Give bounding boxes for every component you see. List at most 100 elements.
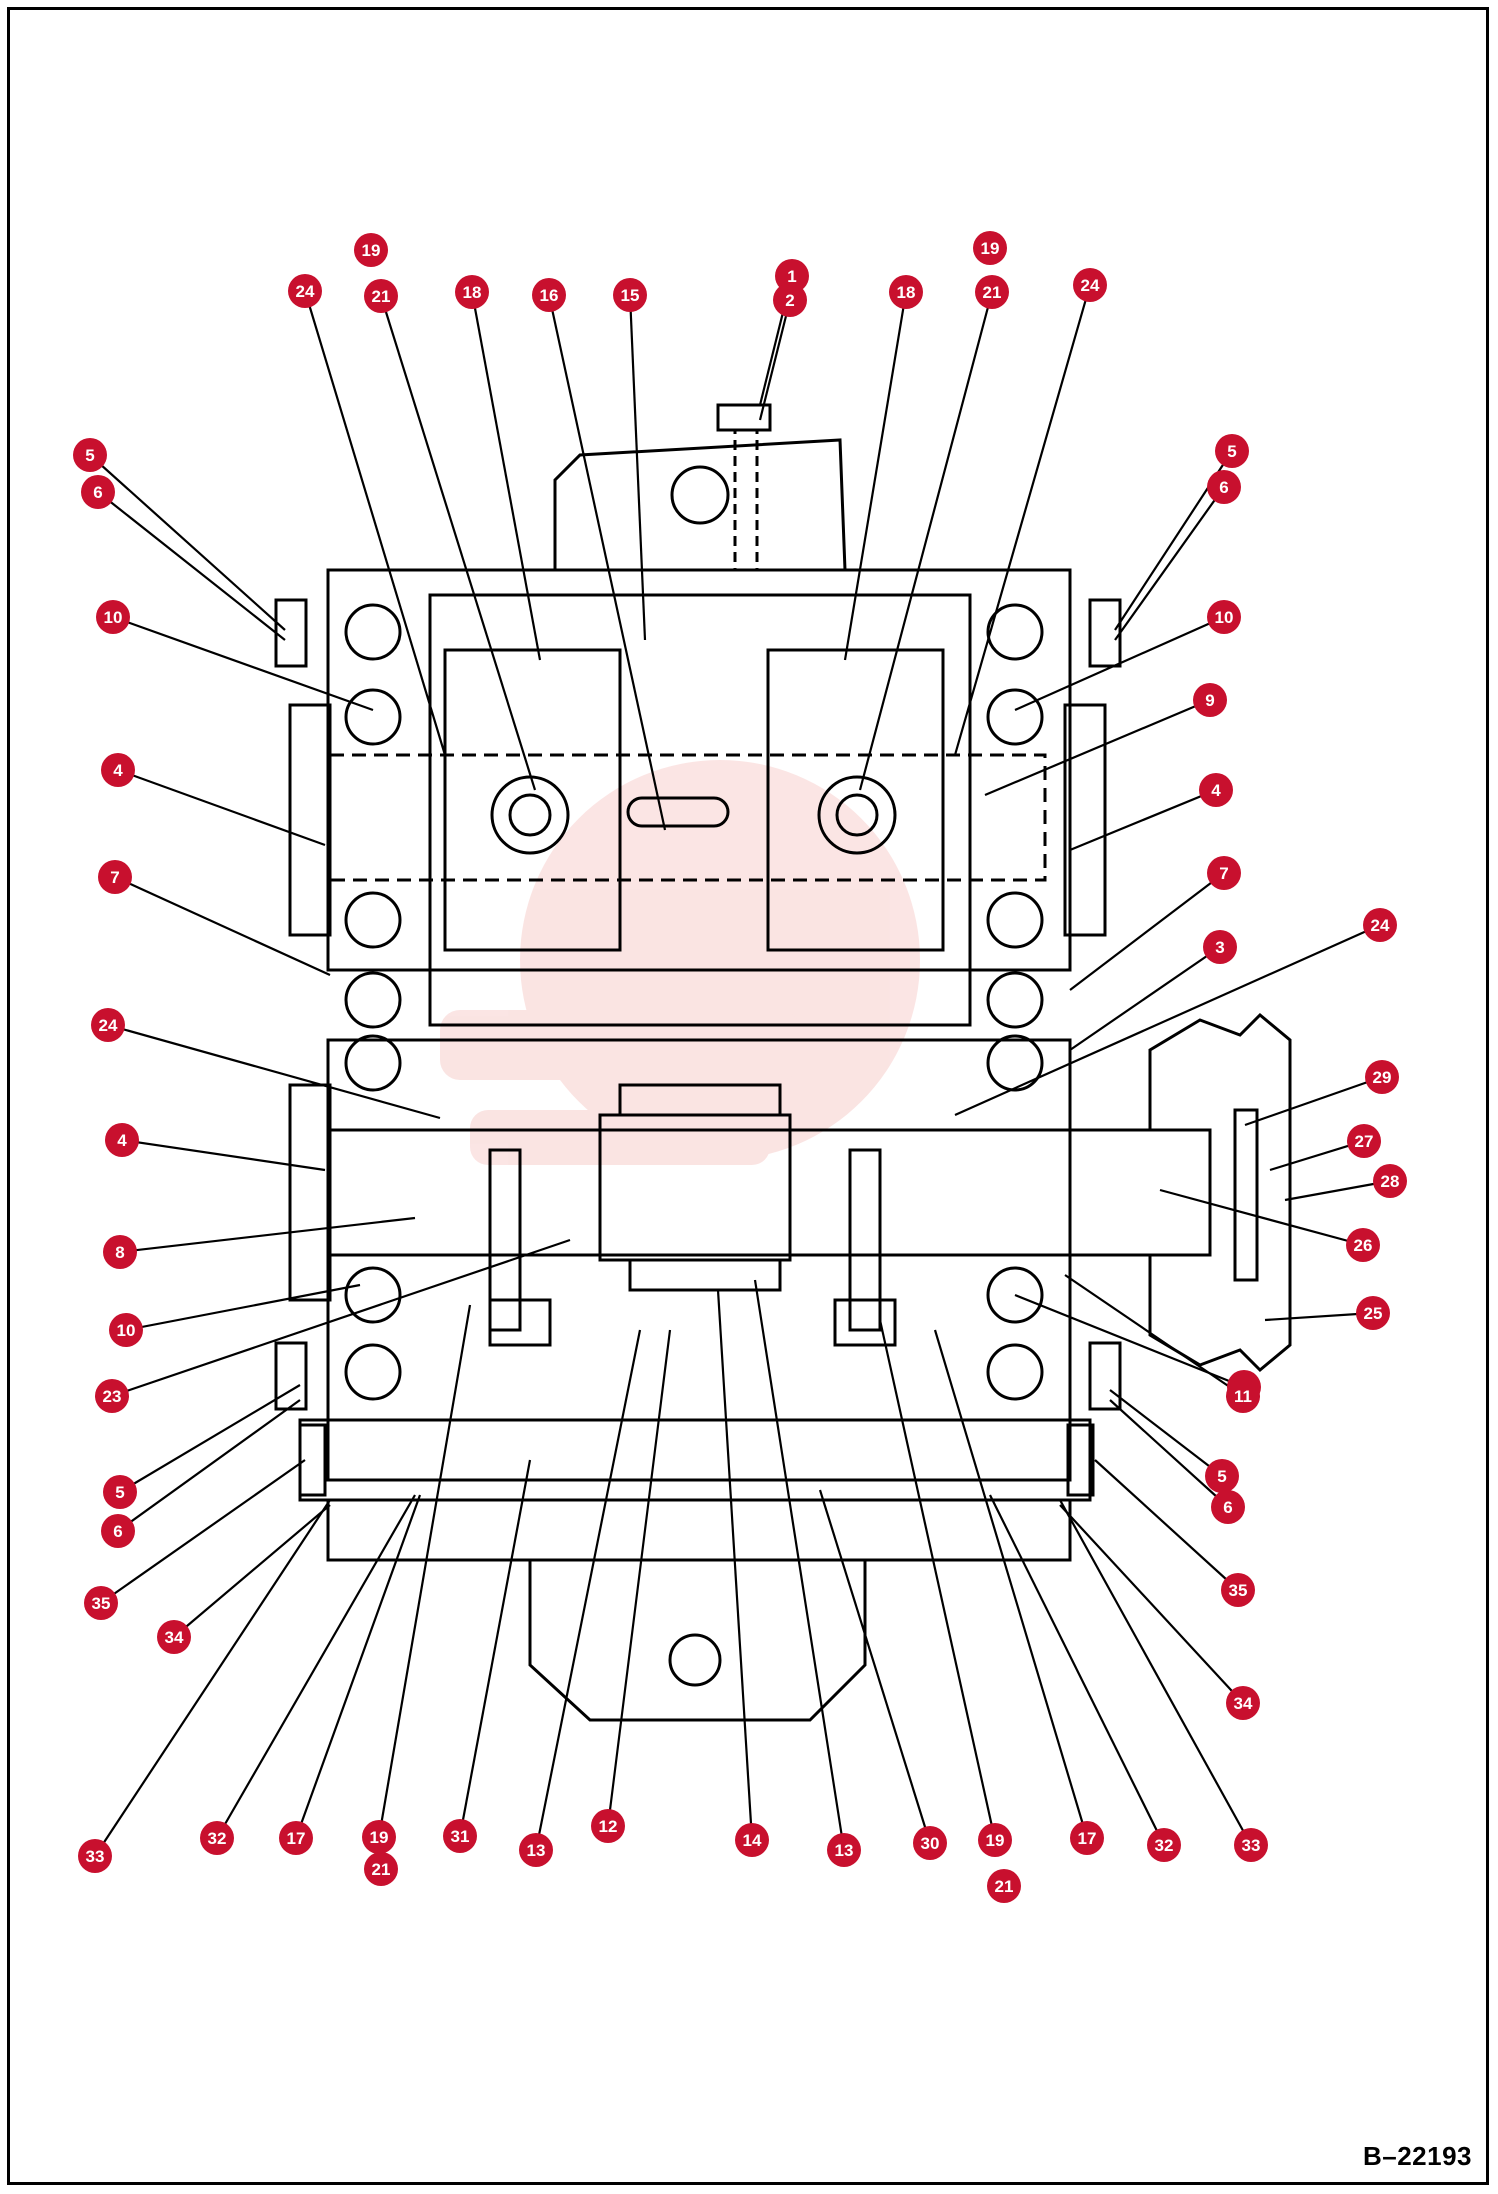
callout-label: 15 bbox=[621, 286, 640, 305]
callout-label: 10 bbox=[1215, 608, 1234, 627]
callout-label: 19 bbox=[986, 1831, 1005, 1850]
leader-line bbox=[121, 1138, 326, 1172]
callout-marker: 19 bbox=[354, 233, 388, 267]
callout-marker: 9 bbox=[1193, 683, 1227, 717]
adjuster-right bbox=[817, 775, 897, 855]
page-frame bbox=[7, 7, 1489, 2185]
leader-line bbox=[458, 1459, 532, 1837]
leader-line bbox=[1094, 1459, 1239, 1591]
callout-marker: 10 bbox=[1207, 600, 1241, 634]
callout-marker: 21 bbox=[364, 1852, 398, 1886]
leader-line bbox=[89, 454, 286, 631]
callout-marker: 13 bbox=[519, 1833, 553, 1867]
leader-line bbox=[858, 291, 994, 791]
callout-marker: 18 bbox=[455, 275, 489, 309]
callout-label: 32 bbox=[1155, 1836, 1174, 1855]
callout-marker: 28 bbox=[1373, 1164, 1407, 1198]
callout-label: 19 bbox=[362, 241, 381, 260]
leader-line bbox=[1159, 1188, 1364, 1247]
lower-housing bbox=[326, 1038, 1072, 1482]
leader-line bbox=[1069, 788, 1217, 852]
leader-line bbox=[114, 875, 331, 977]
hex-bolt bbox=[274, 598, 308, 668]
leader-line bbox=[1264, 1311, 1374, 1322]
callout-marker: 31 bbox=[443, 1819, 477, 1853]
callout-label: 3 bbox=[1215, 938, 1224, 957]
callout-marker: 4 bbox=[101, 753, 135, 787]
block-left bbox=[443, 648, 622, 952]
callout-label: 17 bbox=[287, 1829, 306, 1848]
callout-label: 1 bbox=[787, 267, 796, 286]
callout-label: 5 bbox=[1217, 1467, 1226, 1486]
leader-line bbox=[1059, 1504, 1244, 1704]
leader-line bbox=[843, 291, 908, 661]
callout-label: 29 bbox=[1373, 1068, 1392, 1087]
callout-label: 34 bbox=[1234, 1694, 1253, 1713]
callout-label: 9 bbox=[1205, 691, 1214, 710]
side-cover-left bbox=[288, 703, 332, 937]
callout-label: 32 bbox=[208, 1829, 227, 1848]
callout-marker: 21 bbox=[364, 279, 398, 313]
bearing bbox=[986, 971, 1044, 1029]
callout-label: 2 bbox=[785, 291, 794, 310]
leader-line bbox=[1109, 1389, 1223, 1477]
leader-line bbox=[377, 1304, 472, 1838]
upper-housing bbox=[326, 568, 1072, 972]
callout-label: 35 bbox=[1229, 1581, 1248, 1600]
gear-right bbox=[848, 1148, 882, 1332]
callout-marker: 32 bbox=[200, 1821, 234, 1855]
callout-label: 13 bbox=[835, 1841, 854, 1860]
leader-line bbox=[100, 1459, 306, 1604]
leader-line bbox=[1014, 615, 1225, 712]
callout-marker: 11 bbox=[1226, 1379, 1260, 1413]
leader-line bbox=[1244, 1075, 1383, 1127]
callout-label: 4 bbox=[113, 761, 123, 780]
leader-line bbox=[125, 1283, 361, 1332]
callout-marker: 27 bbox=[1347, 1124, 1381, 1158]
callout-label: 4 bbox=[1211, 781, 1221, 800]
callout-label: 6 bbox=[1219, 478, 1228, 497]
callout-marker: 33 bbox=[78, 1839, 112, 1873]
callout-label: 21 bbox=[372, 1860, 391, 1879]
callout-marker: 17 bbox=[1070, 1821, 1104, 1855]
callout-marker: 19 bbox=[362, 1820, 396, 1854]
callout-label: 19 bbox=[981, 239, 1000, 258]
callout-marker: 5 bbox=[73, 438, 107, 472]
callout-label: 35 bbox=[92, 1594, 111, 1613]
leader-line bbox=[547, 294, 667, 831]
leader-line bbox=[1284, 1179, 1391, 1202]
callout-marker: 21 bbox=[975, 275, 1009, 309]
leader-line bbox=[111, 1238, 571, 1398]
bearing bbox=[344, 891, 402, 949]
callout-label: 8 bbox=[115, 1243, 124, 1262]
pulley-hub bbox=[1233, 1108, 1259, 1282]
callout-label: 10 bbox=[117, 1321, 136, 1340]
leader-line bbox=[534, 1329, 642, 1851]
callout-marker: 33 bbox=[1234, 1828, 1268, 1862]
callout-label: 31 bbox=[451, 1827, 470, 1846]
callout-marker: 32 bbox=[1147, 1828, 1181, 1862]
bearing bbox=[986, 1034, 1044, 1092]
leader-line bbox=[933, 1329, 1089, 1839]
bearing bbox=[344, 688, 402, 746]
callout-label: 33 bbox=[86, 1847, 105, 1866]
callout-label: 28 bbox=[1381, 1172, 1400, 1191]
callout-label: 34 bbox=[165, 1628, 184, 1647]
callout-label: 4 bbox=[117, 1131, 127, 1150]
callout-label: 33 bbox=[1242, 1836, 1261, 1855]
callout-markers: 1234445555666677891010101011121313141516… bbox=[73, 231, 1407, 1903]
bearing bbox=[986, 603, 1044, 661]
callout-marker: 5 bbox=[1215, 434, 1249, 468]
callout-marker: 6 bbox=[1207, 470, 1241, 504]
hex-bolt bbox=[1088, 598, 1122, 668]
bottom-mount-hole bbox=[668, 1633, 722, 1687]
callout-marker: 12 bbox=[591, 1809, 625, 1843]
callout-label: 26 bbox=[1354, 1236, 1373, 1255]
bearing bbox=[986, 891, 1044, 949]
callout-label: 12 bbox=[599, 1817, 618, 1836]
gear-left bbox=[488, 1148, 522, 1332]
leader-line bbox=[984, 698, 1211, 797]
adjuster-left bbox=[490, 775, 570, 855]
hex-bolt bbox=[274, 1341, 308, 1411]
bearing bbox=[344, 1343, 402, 1401]
